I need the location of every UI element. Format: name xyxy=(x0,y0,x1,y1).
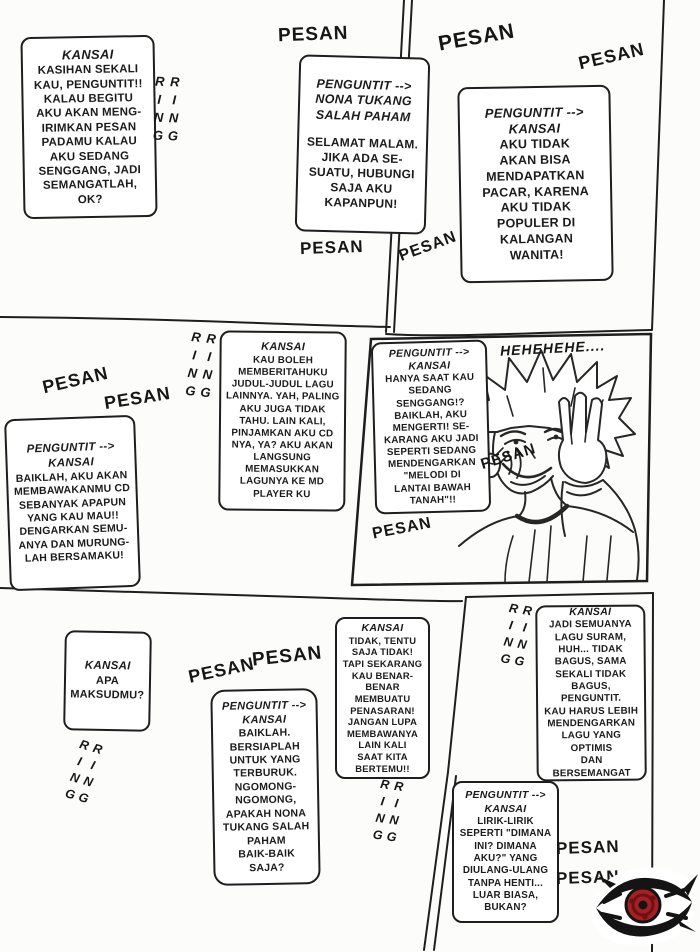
sfx-ring-ring: RING RING xyxy=(497,600,536,673)
sms-sender: KANSAI xyxy=(261,341,306,354)
sms-body: SELAMAT MALAM. JIKA ADA SE- SUATU, HUBUN… xyxy=(306,134,419,212)
sms-box-kansai-intro: KANSAI KASIHAN SEKALI KAU, PENGUNTIT!! K… xyxy=(20,34,158,220)
sfx-pesan-label: PESAN xyxy=(576,38,647,74)
sfx-laugh: HEHEHEHE.... xyxy=(499,337,606,359)
sms-body: KASIHAN SEKALI KAU, PENGUNTIT!! KALAU BE… xyxy=(33,63,143,206)
sms-sender: KANSAI xyxy=(84,659,131,673)
sfx-pesan-label: PESAN xyxy=(251,642,324,671)
sms-box-kansai-lagu-suram: KANSAI JADI SEMUANYA LAGU SURAM, HUH... … xyxy=(535,604,647,782)
sms-sender: PENGUNTIT --> KANSAI xyxy=(465,789,546,815)
sfx-ring-ring: RING RING xyxy=(181,328,220,404)
sms-box-kansai-penasaran: KANSAI TIDAK, TENTU SAJA TIDAK! TAPI SEK… xyxy=(335,617,430,779)
sms-body: APA MAKSUDMU? xyxy=(70,674,145,703)
sms-body: KAU BOLEH MEMBERITAHUKU JUDUL-JUDUL LAGU… xyxy=(225,354,340,500)
sfx-pesan-label: PESAN xyxy=(370,514,434,543)
sfx-pesan-label: PESAN xyxy=(186,653,257,687)
sfx-ring-ring: RING RING xyxy=(60,736,107,810)
sms-box-kansai-apa-maksudmu: KANSAI APA MAKSUDMU? xyxy=(63,630,152,732)
sms-box-penguntit-to-nona: PENGUNTIT --> NONA TUKANG SALAH PAHAM SE… xyxy=(294,54,431,235)
sms-body: TIDAK, TENTU SAJA TIDAK! TAPI SEKARANG K… xyxy=(342,634,423,774)
sfx-pesan-label: PESAN xyxy=(40,362,111,398)
sms-body: LIRIK-LIRIK SEPERTI "DIMANA INI? DIMANA … xyxy=(459,815,552,914)
logo-lower-lid xyxy=(596,902,692,937)
sms-sender: KANSAI xyxy=(361,621,404,634)
logo-iris xyxy=(624,886,662,924)
sms-body: JADI SEMUANYA LAGU SURAM, HUH... TIDAK B… xyxy=(544,619,639,779)
sms-box-penguntit-bersiaplah: PENGUNTIT --> KANSAI BAIKLAH. BERSIAPLAH… xyxy=(210,688,321,886)
sfx-pesan-label: PESAN xyxy=(555,866,620,889)
sms-sender: PENGUNTIT --> NONA TUKANG SALAH PAHAM xyxy=(315,76,413,125)
sms-sender: PENGUNTIT --> KANSAI xyxy=(388,346,470,373)
sms-body: AKU TIDAK AKAN BISA MENDAPATKAN PACAR, K… xyxy=(482,136,590,263)
sms-body: BAIKLAH, AKU AKAN MEMBAWAKANMU CD SEBANY… xyxy=(13,468,131,566)
sfx-pesan-label: PESAN xyxy=(299,236,364,259)
sms-box-penguntit-lirik: PENGUNTIT --> KANSAI LIRIK-LIRIK SEPERTI… xyxy=(452,781,559,923)
sms-sender: PENGUNTIT --> KANSAI xyxy=(484,103,584,137)
sms-sender: PENGUNTIT --> KANSAI xyxy=(221,699,307,727)
sms-box-penguntit-cd: PENGUNTIT --> KANSAI BAIKLAH, AKU AKAN M… xyxy=(4,414,141,592)
sms-sender: PENGUNTIT --> KANSAI xyxy=(26,440,115,470)
sms-body: HANYA SAAT KAU SEDANG SENGGANG!? BAIKLAH… xyxy=(383,372,479,507)
sms-box-penguntit-melodi: PENGUNTIT --> KANSAI HANYA SAAT KAU SEDA… xyxy=(370,339,492,515)
sfx-pesan-label: PESAN xyxy=(436,19,517,56)
sms-box-penguntit-no-girlfriend: PENGUNTIT --> KANSAI AKU TIDAK AKAN BISA… xyxy=(457,84,614,284)
sfx-ring-ring: RING RING xyxy=(369,776,407,848)
logo-pupil xyxy=(638,900,648,910)
sms-sender: KANSAI xyxy=(569,605,612,619)
sfx-pesan-label: PESAN xyxy=(277,22,349,47)
sfx-ring-ring: RING RING xyxy=(150,73,183,147)
sfx-pesan-label: PESAN xyxy=(102,382,173,414)
logo-iris-ring xyxy=(631,893,655,917)
sfx-pesan-label: PESAN xyxy=(555,836,620,859)
sms-body: BAIKLAH. BERSIAPLAH UNTUK YANG TERBURUK.… xyxy=(222,726,310,874)
sms-box-kansai-md-player: KANSAI KAU BOLEH MEMBERITAHUKU JUDUL-JUD… xyxy=(218,330,347,512)
